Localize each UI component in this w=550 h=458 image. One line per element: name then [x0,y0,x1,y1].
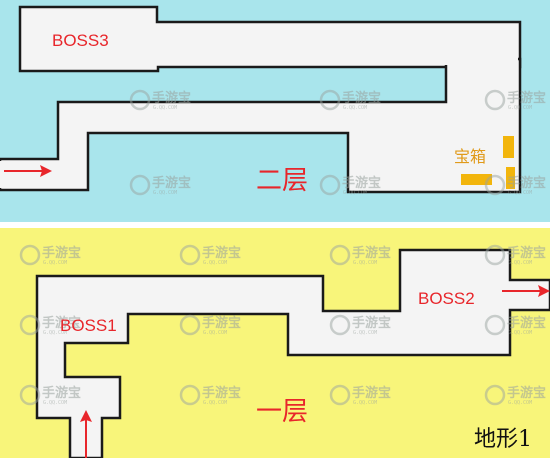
svg-text:G.QQ.COM: G.QQ.COM [508,190,532,196]
svg-text:G.QQ.COM: G.QQ.COM [353,260,377,266]
svg-text:手游宝: 手游宝 [342,175,381,191]
entrance-arrow-upper [4,165,52,177]
svg-text:G.QQ.COM: G.QQ.COM [203,330,227,336]
svg-text:手游宝: 手游宝 [507,245,546,261]
svg-text:手游宝: 手游宝 [202,245,241,261]
chest-block [503,136,514,158]
svg-text:手游宝: 手游宝 [202,385,241,401]
svg-text:手游宝: 手游宝 [507,315,546,331]
svg-text:手游宝: 手游宝 [202,315,241,331]
boss3-label: BOSS3 [52,31,109,50]
upper-floor-label: 二层 [256,166,308,196]
svg-text:G.QQ.COM: G.QQ.COM [353,400,377,406]
watermark-layer: 手游宝G.QQ.COM手游宝G.QQ.COM手游宝G.QQ.COM手游宝G.QQ… [19,89,546,406]
chest-block [461,174,492,185]
svg-text:G.QQ.COM: G.QQ.COM [43,330,67,336]
svg-text:手游宝: 手游宝 [152,175,191,191]
svg-text:G.QQ.COM: G.QQ.COM [43,400,67,406]
svg-text:手游宝: 手游宝 [42,385,81,401]
svg-text:手游宝: 手游宝 [42,315,81,331]
svg-text:手游宝: 手游宝 [42,245,81,261]
svg-text:手游宝: 手游宝 [152,90,191,106]
chest-block [506,167,515,189]
corridor-upper-main [0,57,522,194]
svg-text:G.QQ.COM: G.QQ.COM [508,330,532,336]
exit-arrow-boss2 [502,285,550,297]
svg-text:手游宝: 手游宝 [352,245,391,261]
entrance-arrow-lower [80,410,92,458]
svg-text:G.QQ.COM: G.QQ.COM [508,260,532,266]
svg-text:G.QQ.COM: G.QQ.COM [343,190,367,196]
svg-text:手游宝: 手游宝 [342,90,381,106]
svg-text:G.QQ.COM: G.QQ.COM [153,105,177,111]
svg-text:手游宝: 手游宝 [507,175,546,191]
svg-text:手游宝: 手游宝 [352,385,391,401]
boss1-label: BOSS1 [60,316,117,335]
corridor-lower-main [35,248,550,458]
svg-text:G.QQ.COM: G.QQ.COM [203,260,227,266]
svg-text:G.QQ.COM: G.QQ.COM [203,400,227,406]
map-title: 地形1 [474,427,532,452]
svg-text:G.QQ.COM: G.QQ.COM [153,190,177,196]
svg-text:G.QQ.COM: G.QQ.COM [508,105,532,111]
svg-text:手游宝: 手游宝 [507,90,546,106]
chest-label: 宝箱 [454,147,486,166]
svg-text:G.QQ.COM: G.QQ.COM [353,330,377,336]
svg-text:手游宝: 手游宝 [507,385,546,401]
boss2-label: BOSS2 [418,289,475,308]
lower-floor-corridors [35,248,550,458]
svg-text:G.QQ.COM: G.QQ.COM [343,105,367,111]
lower-floor-label: 一层 [256,397,308,427]
svg-text:G.QQ.COM: G.QQ.COM [508,400,532,406]
svg-text:G.QQ.COM: G.QQ.COM [43,260,67,266]
svg-text:手游宝: 手游宝 [352,315,391,331]
floor-divider [0,222,550,228]
treasure-chest-markers [461,136,515,189]
